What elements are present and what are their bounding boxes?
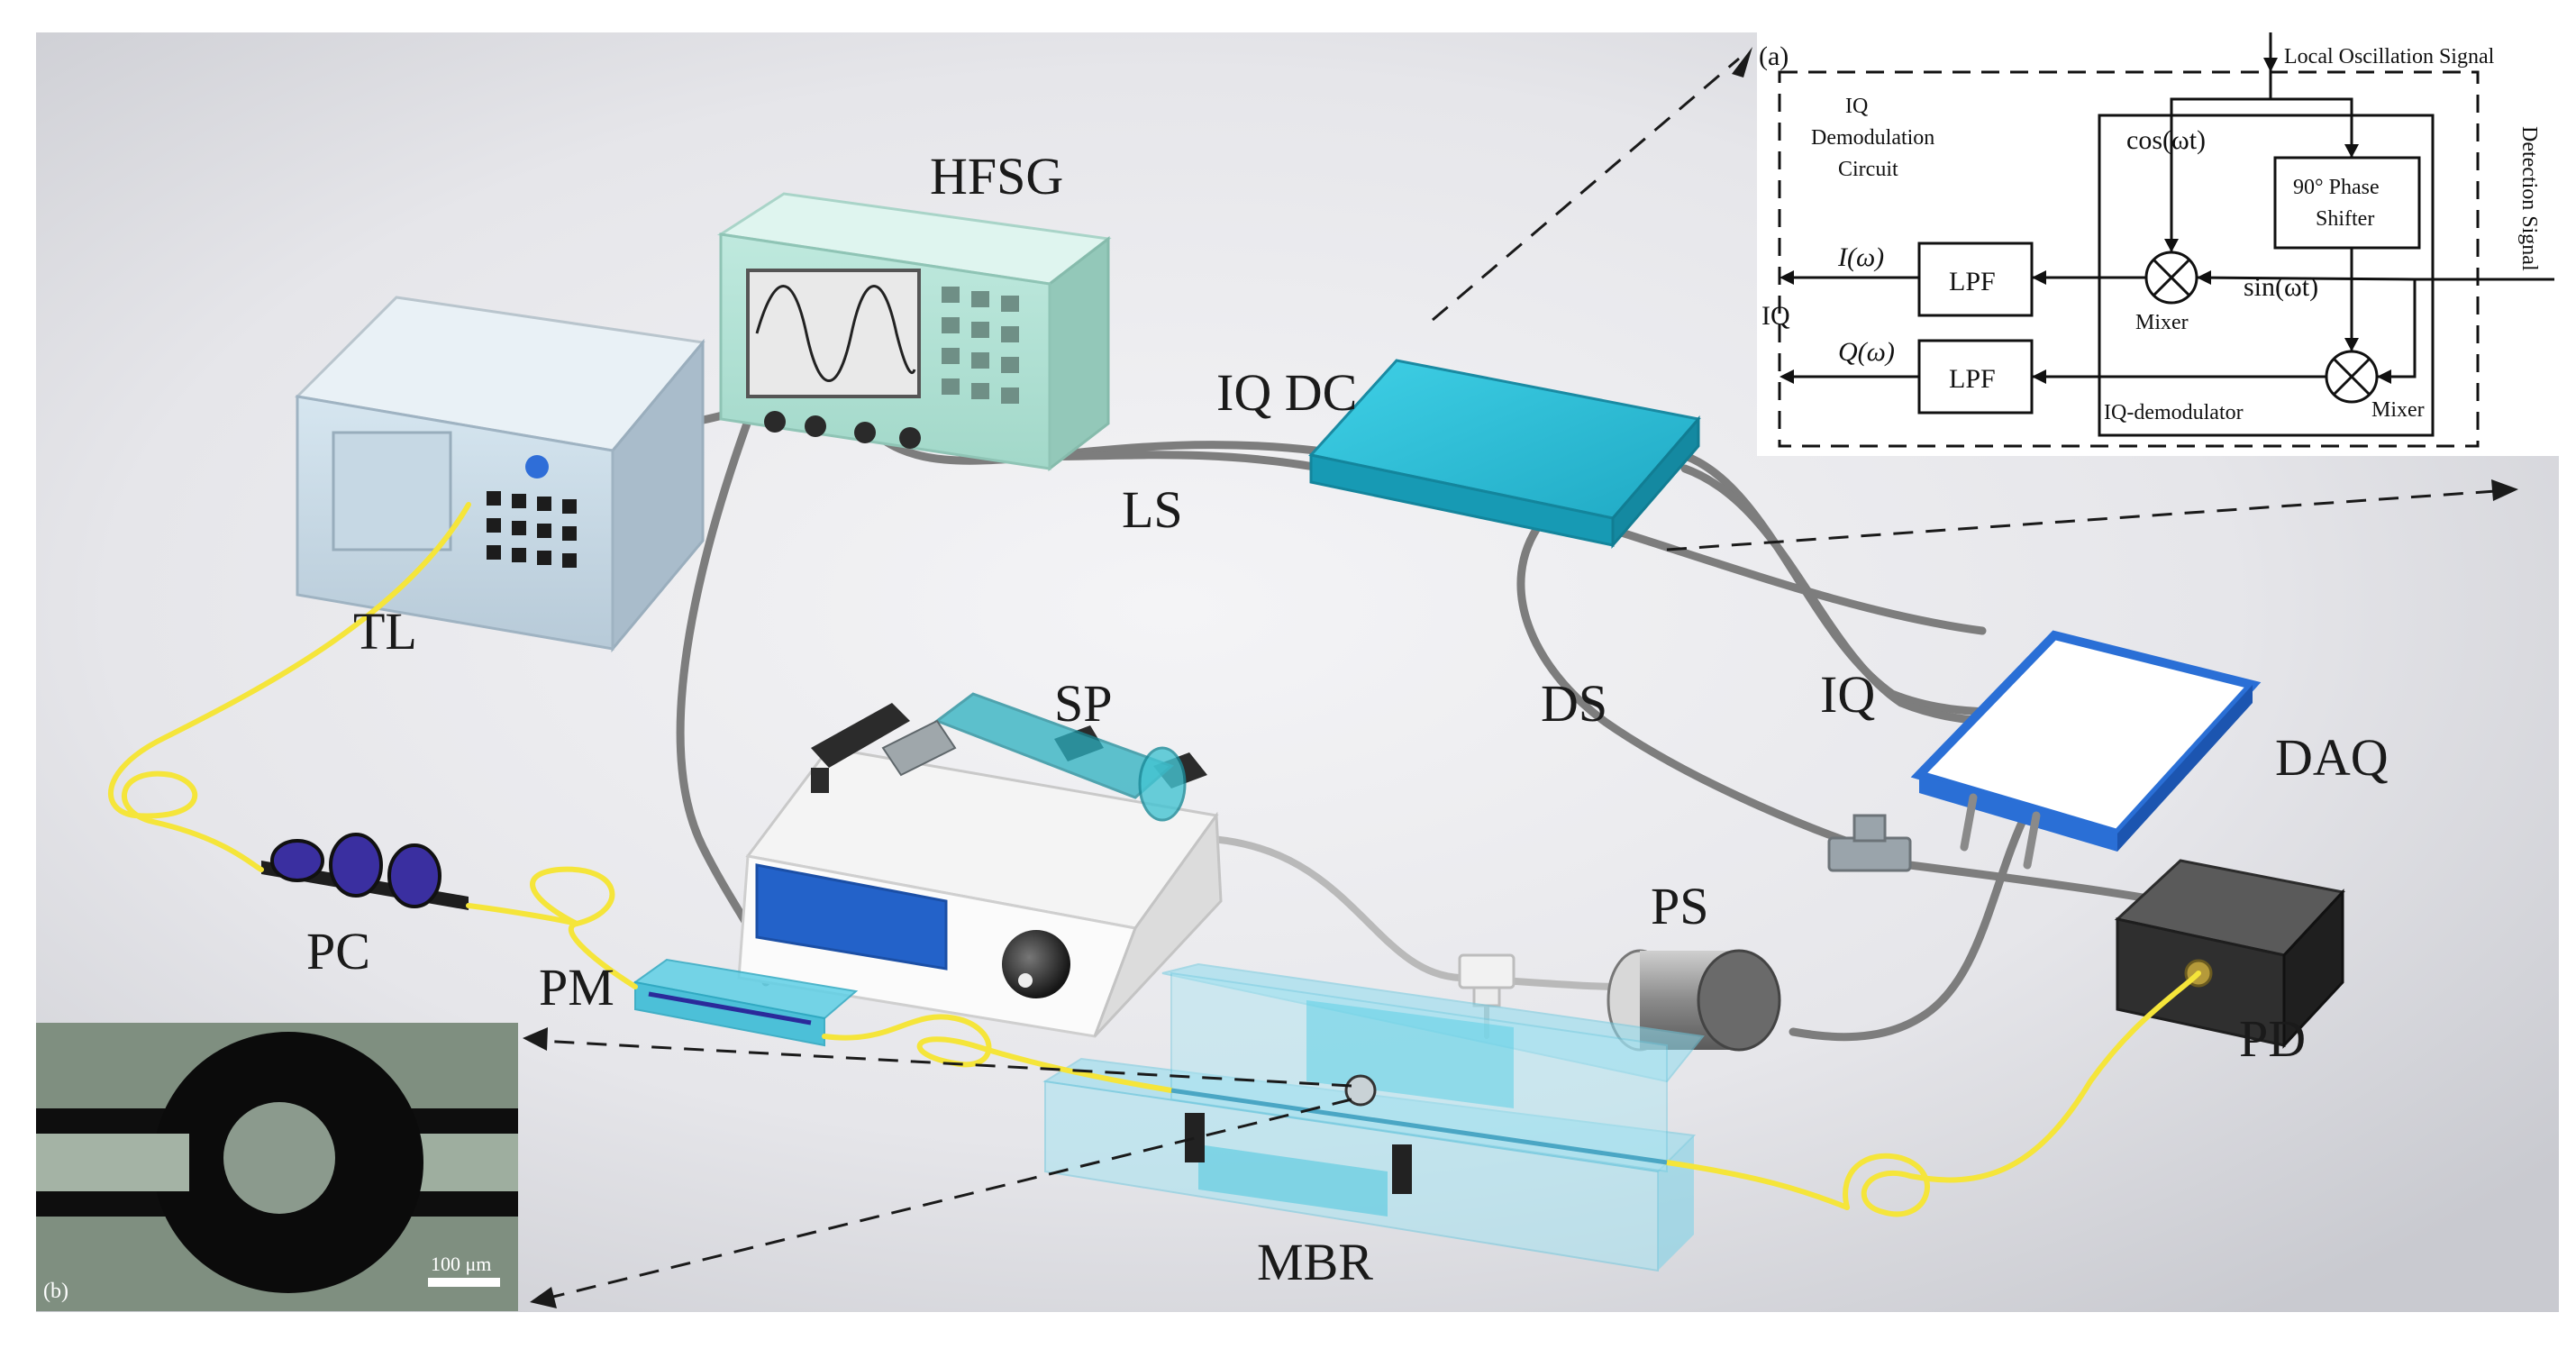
pointer-bubble-inset-b-top — [540, 1039, 1352, 1088]
photodetector — [2114, 859, 2345, 1049]
sp-knob — [1002, 930, 1070, 998]
hfsg-waveform — [755, 285, 916, 382]
inset-b-scale-label: 100 μm — [431, 1253, 491, 1275]
sp-display — [755, 863, 948, 971]
polarization-controller — [261, 833, 469, 910]
inset-a-lpf-q — [1917, 339, 2034, 415]
dashed-arrowheads — [523, 47, 2518, 1308]
pointer-dc-inset-a — [1432, 57, 1740, 322]
inset-a-demod-label: IQ-demodulator — [2104, 401, 2244, 424]
label-hfsg: HFSG — [930, 147, 1063, 205]
inset-b-scale-bar — [428, 1278, 500, 1287]
inset-a-lpf-i-label: LPF — [1949, 267, 1996, 296]
tube-sp-ps — [1186, 834, 1625, 990]
hfsg-knobs — [764, 411, 921, 449]
label-ds: DS — [1541, 674, 1607, 733]
label-pm: PM — [539, 958, 614, 1016]
syringe-pump — [737, 692, 1223, 1038]
inset-a-i-out: I(ω) — [1837, 242, 1884, 272]
inset-b-tag: (b) — [43, 1280, 68, 1303]
label-ps: PS — [1651, 877, 1709, 935]
label-pd: PD — [2239, 1009, 2306, 1068]
hfsg-screen — [746, 269, 921, 398]
label-sp: SP — [1054, 674, 1113, 733]
inset-a-mixer-i-label: Mixer — [2135, 311, 2189, 334]
daq-cable-stubs — [1960, 793, 2041, 870]
label-iq-dc: IQ DC — [1216, 363, 1357, 422]
cable-ds — [1516, 518, 1897, 861]
dashed-pointers — [540, 57, 2497, 1299]
fiber-pd-loop — [1843, 971, 2201, 1217]
inset-a-wires — [1793, 72, 2433, 378]
tl-display — [332, 431, 452, 551]
inset-a-detection-signal: Detection Signal — [2517, 126, 2541, 271]
inset-a-local-osc: Local Oscillation Signal — [2284, 45, 2495, 68]
pointer-bubble-inset-b-bottom — [549, 1098, 1352, 1299]
tl-power-button — [525, 455, 549, 479]
iq-demodulation-box — [1308, 359, 1701, 550]
mbr-fiber — [1170, 1088, 1668, 1165]
tl-keypad — [487, 491, 577, 568]
inset-a-circuit-l1: IQ — [1845, 95, 1868, 118]
mbr-clamp-left — [1185, 1113, 1205, 1162]
tube-t-connector — [1458, 953, 1516, 1007]
label-iq: IQ — [1820, 665, 1875, 724]
label-ls: LS — [1122, 480, 1183, 539]
inset-a-panel — [1757, 32, 2559, 456]
fiber-tl-loop — [108, 502, 471, 872]
cable-daq-ps — [1789, 807, 2032, 1042]
label-mbr: MBR — [1257, 1233, 1373, 1291]
phase-modulator — [633, 958, 859, 1047]
inset-a-arrowheads — [1780, 58, 2391, 384]
component-labels: TL HFSG IQ DC LS SP DS IQ DAQ PC PM PS P… — [306, 147, 2389, 1291]
inset-a-dashed-frame — [1778, 70, 2480, 448]
inset-a-phase-l1: 90° Phase — [2293, 176, 2380, 199]
fiber-pm-loop1 — [530, 866, 638, 989]
inset-a-circuit-l2: Demodulation — [1811, 126, 1934, 150]
inset-b: (b) 100 μm — [36, 1023, 518, 1311]
inset-a-q-out: Q(ω) — [1838, 337, 1895, 367]
mbr-clamp-right — [1392, 1144, 1412, 1194]
inset-a-cos: cos(ωt) — [2126, 125, 2206, 155]
pointer-dc-detection — [1666, 489, 2497, 551]
mbr-bubble — [1344, 1074, 1377, 1107]
inset-a-lpf-i — [1917, 242, 2034, 317]
inset-a-sin: sin(ωt) — [2244, 272, 2318, 302]
optical-fibers — [108, 502, 2201, 1217]
hfsg-buttons — [942, 287, 1019, 404]
sp-syringe — [881, 692, 1187, 822]
label-pc: PC — [306, 922, 370, 980]
pressure-sensor — [1607, 949, 1781, 1052]
daq-card — [1910, 630, 2262, 852]
inset-a-phase-shifter — [2273, 156, 2421, 250]
cable-splitter — [1827, 814, 1912, 872]
inset-a: (a) Local Oscillation Signal Detection S… — [1757, 32, 2559, 456]
inset-a-demod-box — [2098, 114, 2435, 437]
inset-a-circuit-l3: Circuit — [1838, 158, 1898, 181]
fiber-mbr-out — [1664, 1160, 1850, 1210]
signal-generator — [716, 192, 1112, 472]
tunable-laser — [294, 296, 705, 653]
inset-a-lpf-q-label: LPF — [1949, 364, 1996, 394]
inset-a-mixer-q-label: Mixer — [2371, 398, 2425, 422]
inset-a-iq: IQ — [1761, 301, 1790, 331]
inset-a-tag: (a) — [1759, 41, 1789, 71]
label-daq: DAQ — [2275, 728, 2389, 787]
inset-a-phase-l2: Shifter — [2316, 207, 2374, 231]
label-tl: TL — [353, 602, 417, 661]
